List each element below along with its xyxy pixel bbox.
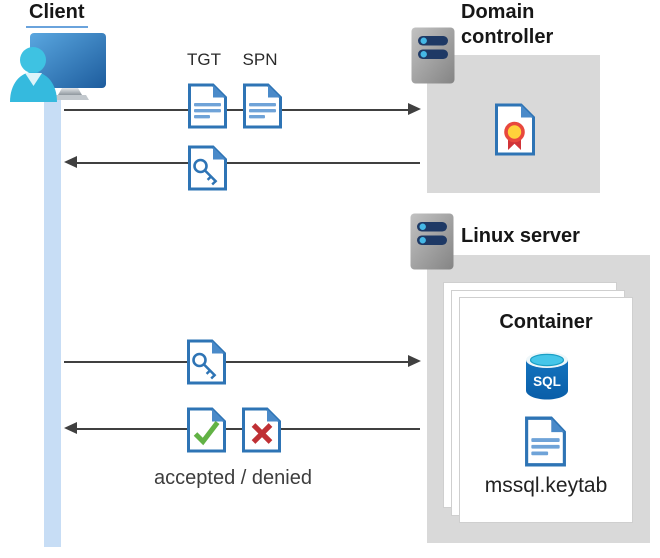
mssql-keytab-label: mssql.keytab	[484, 474, 608, 497]
spn-document-icon	[243, 83, 282, 129]
container-card-front	[459, 297, 633, 523]
arrowhead-left-icon	[64, 422, 77, 434]
server-icon	[411, 27, 455, 84]
arrow-line-ticket-response	[77, 162, 420, 164]
monitor-base	[51, 95, 89, 100]
monitor-stand	[58, 88, 82, 95]
key-ticket-document-icon	[187, 339, 226, 385]
client-title: Client	[26, 0, 88, 28]
arrowhead-left-icon	[64, 156, 77, 168]
tgt-document-icon	[188, 83, 227, 129]
client-workstation-icon	[10, 33, 106, 102]
client-lifeline	[44, 99, 61, 547]
arrow-line-tgt-spn-request	[64, 109, 410, 111]
server-icon	[410, 213, 454, 270]
certificate-icon	[495, 103, 535, 156]
person-body	[10, 72, 57, 102]
monitor-icon	[30, 33, 106, 88]
arrowhead-right-icon	[408, 103, 421, 115]
sql-database-icon: SQL	[526, 352, 568, 400]
person-head	[20, 47, 46, 73]
keytab-document-icon	[525, 416, 566, 467]
tgt-label: TGT	[187, 50, 221, 69]
arrowhead-right-icon	[408, 355, 421, 367]
linux-server-title: Linux server	[461, 225, 580, 247]
domain-controller-title: Domain controller	[461, 1, 554, 48]
denied-document-icon	[242, 407, 281, 453]
container-title: Container	[499, 311, 593, 333]
sql-text: SQL	[533, 374, 561, 389]
key-ticket-document-icon	[188, 145, 227, 191]
person-collar	[25, 73, 42, 86]
arrow-line-ticket-to-sql	[64, 361, 410, 363]
accepted-denied-label: accepted / denied	[154, 467, 312, 489]
accepted-document-icon	[187, 407, 226, 453]
spn-label: SPN	[242, 50, 278, 69]
